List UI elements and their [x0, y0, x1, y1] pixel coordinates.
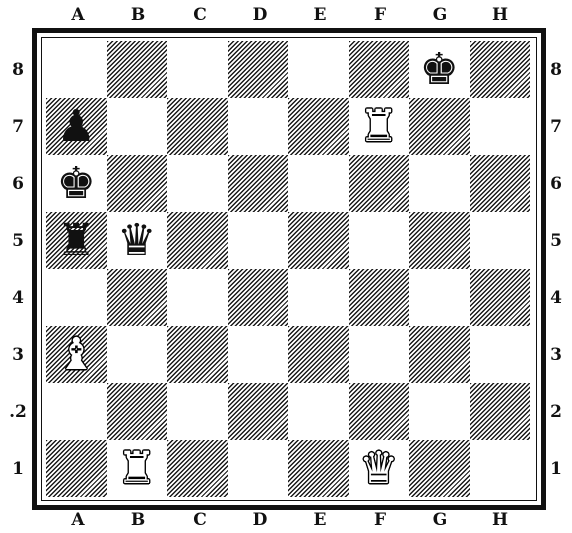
rank-label-left: 5 — [3, 231, 33, 251]
square-d2[interactable] — [228, 383, 289, 440]
square-d6[interactable] — [228, 155, 289, 212]
file-label-top: F — [365, 5, 395, 25]
square-g6[interactable] — [409, 155, 470, 212]
rank-label-left: 1 — [3, 459, 33, 479]
file-label-bottom: B — [123, 510, 153, 530]
rank-label-left: 4 — [3, 288, 33, 308]
square-h5[interactable] — [470, 212, 531, 269]
rank-label-right: 1 — [541, 459, 571, 479]
square-d8[interactable] — [228, 41, 289, 98]
square-d4[interactable] — [228, 269, 289, 326]
square-a5[interactable] — [46, 212, 107, 269]
file-label-top: E — [305, 5, 335, 25]
square-f1[interactable] — [349, 440, 410, 497]
square-g8[interactable] — [409, 41, 470, 98]
rank-label-left: 7 — [3, 117, 33, 137]
square-f6[interactable] — [349, 155, 410, 212]
square-c1[interactable] — [167, 440, 228, 497]
square-d7[interactable] — [228, 98, 289, 155]
square-c4[interactable] — [167, 269, 228, 326]
square-g3[interactable] — [409, 326, 470, 383]
square-a7[interactable] — [46, 98, 107, 155]
rank-label-right: 6 — [541, 174, 571, 194]
square-e7[interactable] — [288, 98, 349, 155]
square-g4[interactable] — [409, 269, 470, 326]
square-e1[interactable] — [288, 440, 349, 497]
square-f5[interactable] — [349, 212, 410, 269]
square-c3[interactable] — [167, 326, 228, 383]
file-label-top: D — [245, 5, 275, 25]
square-h7[interactable] — [470, 98, 531, 155]
square-a4[interactable] — [46, 269, 107, 326]
square-b5[interactable] — [107, 212, 168, 269]
square-a8[interactable] — [46, 41, 107, 98]
square-e4[interactable] — [288, 269, 349, 326]
square-h4[interactable] — [470, 269, 531, 326]
rank-label-left: .2 — [3, 402, 33, 422]
file-label-top: H — [485, 5, 515, 25]
rank-label-right: 8 — [541, 60, 571, 80]
square-g2[interactable] — [409, 383, 470, 440]
square-e2[interactable] — [288, 383, 349, 440]
rank-label-right: 2 — [541, 402, 571, 422]
square-b4[interactable] — [107, 269, 168, 326]
square-f2[interactable] — [349, 383, 410, 440]
square-c5[interactable] — [167, 212, 228, 269]
file-label-bottom: A — [63, 510, 93, 530]
square-b7[interactable] — [107, 98, 168, 155]
square-c8[interactable] — [167, 41, 228, 98]
square-d5[interactable] — [228, 212, 289, 269]
square-g1[interactable] — [409, 440, 470, 497]
square-f3[interactable] — [349, 326, 410, 383]
square-h2[interactable] — [470, 383, 531, 440]
square-d1[interactable] — [228, 440, 289, 497]
file-label-top: G — [425, 5, 455, 25]
file-label-bottom: E — [305, 510, 335, 530]
file-label-bottom: C — [185, 510, 215, 530]
file-label-bottom: D — [245, 510, 275, 530]
square-h1[interactable] — [470, 440, 531, 497]
rank-label-right: 3 — [541, 345, 571, 365]
square-a3[interactable] — [46, 326, 107, 383]
rank-label-left: 8 — [3, 60, 33, 80]
square-b1[interactable] — [107, 440, 168, 497]
square-a6[interactable] — [46, 155, 107, 212]
file-label-bottom: H — [485, 510, 515, 530]
square-e3[interactable] — [288, 326, 349, 383]
file-label-top: C — [185, 5, 215, 25]
square-e5[interactable] — [288, 212, 349, 269]
square-a1[interactable] — [46, 440, 107, 497]
square-f8[interactable] — [349, 41, 410, 98]
square-b3[interactable] — [107, 326, 168, 383]
square-e6[interactable] — [288, 155, 349, 212]
square-e8[interactable] — [288, 41, 349, 98]
square-h3[interactable] — [470, 326, 531, 383]
square-a2[interactable] — [46, 383, 107, 440]
square-d3[interactable] — [228, 326, 289, 383]
rank-label-right: 7 — [541, 117, 571, 137]
square-c7[interactable] — [167, 98, 228, 155]
square-c6[interactable] — [167, 155, 228, 212]
square-b2[interactable] — [107, 383, 168, 440]
file-label-top: A — [63, 5, 93, 25]
square-f7[interactable] — [349, 98, 410, 155]
chess-board[interactable]: ♚♟♜♚♜♛♝♜♛ — [46, 41, 530, 497]
rank-label-left: 6 — [3, 174, 33, 194]
square-g7[interactable] — [409, 98, 470, 155]
square-h8[interactable] — [470, 41, 531, 98]
file-label-top: B — [123, 5, 153, 25]
file-label-bottom: G — [425, 510, 455, 530]
rank-label-right: 5 — [541, 231, 571, 251]
rank-label-left: 3 — [3, 345, 33, 365]
square-g5[interactable] — [409, 212, 470, 269]
square-h6[interactable] — [470, 155, 531, 212]
square-f4[interactable] — [349, 269, 410, 326]
square-c2[interactable] — [167, 383, 228, 440]
square-b6[interactable] — [107, 155, 168, 212]
file-label-bottom: F — [365, 510, 395, 530]
square-b8[interactable] — [107, 41, 168, 98]
rank-label-right: 4 — [541, 288, 571, 308]
